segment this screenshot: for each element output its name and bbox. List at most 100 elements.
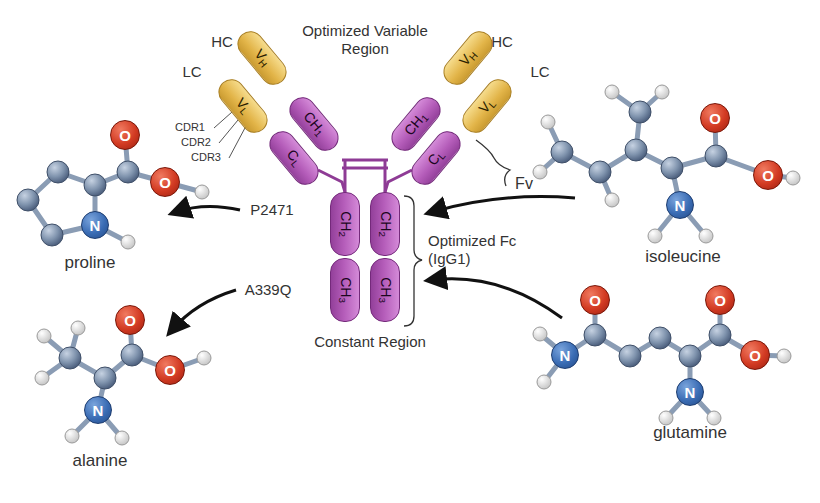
carbon-atom	[679, 345, 701, 367]
carbon-atom	[41, 224, 63, 246]
element-symbol: O	[749, 347, 761, 364]
domain-name: CH1	[401, 109, 431, 140]
element-symbol: N	[560, 347, 571, 364]
carbon-atom	[17, 189, 39, 211]
variable-domain: VL	[213, 74, 273, 138]
carbon-atom	[584, 324, 606, 346]
hydrogen-atom	[65, 429, 79, 443]
domain-name: VH	[250, 46, 274, 70]
hydrogen-atom	[537, 375, 551, 389]
oxygen-atom: O	[115, 305, 145, 335]
oxygen-atom: O	[110, 120, 140, 150]
domain-name: CL	[424, 146, 447, 169]
domain-name: VH	[456, 46, 480, 70]
nitrogen-atom: N	[81, 211, 109, 239]
hydrogen-atom	[195, 185, 209, 199]
carbon-atom	[661, 157, 683, 179]
element-symbol: O	[159, 174, 171, 191]
cdr-label: CDR1	[175, 121, 205, 134]
element-symbol: O	[124, 312, 136, 329]
chain-label: HC	[491, 33, 513, 51]
element-symbol: O	[164, 362, 176, 379]
carbon-atom	[84, 174, 106, 196]
region-label: Optimized Fc (IgG1)	[428, 232, 538, 268]
amino-acid-name: isoleucine	[645, 247, 721, 267]
domain-name: CH3	[376, 277, 393, 303]
hydrogen-atom	[786, 171, 800, 185]
region-label: Optimized Variable Region	[295, 22, 435, 58]
constant-domain: CH2	[330, 192, 360, 256]
nitrogen-atom: N	[551, 341, 579, 369]
hydrogen-atom	[699, 229, 713, 243]
hydrogen-atom	[37, 329, 51, 343]
fragment-label: Fv	[515, 174, 533, 193]
oxygen-atom: O	[700, 103, 730, 133]
hydrogen-atom	[115, 431, 129, 445]
amino-acid-name: glutamine	[653, 423, 727, 443]
hydrogen-atom	[121, 235, 135, 249]
carbon-atom	[94, 367, 116, 389]
carbon-atom	[589, 161, 611, 183]
hydrogen-atom	[605, 85, 619, 99]
carbon-atom	[705, 145, 727, 167]
carbon-atom	[709, 324, 731, 346]
constant-domain: CH2	[370, 192, 400, 256]
hydrogen-atom	[197, 351, 211, 365]
oxygen-atom: O	[155, 355, 185, 385]
variable-domain: VL	[457, 74, 517, 138]
element-symbol: N	[93, 402, 104, 419]
hydrogen-atom	[541, 115, 555, 129]
hydrogen-atom	[533, 165, 547, 179]
fc-bracket	[404, 196, 422, 326]
amino-acid-name: alanine	[73, 451, 128, 471]
oxygen-atom: O	[705, 285, 735, 315]
element-symbol: O	[709, 110, 721, 127]
hydrogen-atom	[777, 349, 791, 363]
oxygen-atom: O	[740, 340, 770, 370]
variable-domain: VH	[438, 26, 498, 90]
chain-label: LC	[530, 63, 549, 81]
domain-name: CH1	[299, 109, 329, 140]
element-symbol: O	[589, 292, 601, 309]
mutation-label: A339Q	[245, 281, 292, 299]
region-label: Constant Region	[314, 333, 426, 351]
oxygen-atom: O	[753, 160, 783, 190]
cdr-label: CDR2	[181, 136, 211, 149]
domain-name: CH2	[376, 211, 393, 237]
oxygen-atom: O	[580, 285, 610, 315]
domain-name: CH2	[336, 211, 353, 237]
chain-label: LC	[182, 63, 201, 81]
hydrogen-atom	[655, 85, 669, 99]
fv-bracket	[476, 140, 510, 186]
carbon-atom	[551, 141, 573, 163]
cdr-label: CDR3	[191, 151, 221, 164]
molecules	[17, 85, 800, 445]
hydrogen-atom	[648, 229, 662, 243]
nitrogen-atom: N	[666, 191, 694, 219]
carbon-atom	[59, 347, 81, 369]
mutation-label: P2471	[250, 201, 293, 219]
constant-domain: CH3	[330, 258, 360, 322]
hydrogen-atom	[605, 193, 619, 207]
carbon-atom	[117, 161, 139, 183]
element-symbol: N	[685, 384, 696, 401]
hydrogen-atom	[71, 321, 85, 335]
constant-domain: CH3	[370, 258, 400, 322]
carbon-atom	[47, 161, 69, 183]
element-symbol: N	[90, 217, 101, 234]
carbon-atom	[625, 139, 647, 161]
element-symbol: O	[714, 292, 726, 309]
variable-domain: VH	[232, 26, 292, 90]
element-symbol: O	[762, 167, 774, 184]
oxygen-atom: O	[150, 167, 180, 197]
domain-name: CL	[282, 146, 305, 169]
amino-acid-name: proline	[64, 253, 115, 273]
domain-name: VL	[232, 95, 255, 118]
nitrogen-atom: N	[676, 378, 704, 406]
element-symbol: O	[119, 127, 131, 144]
chain-label: HC	[211, 33, 233, 51]
carbon-atom	[121, 344, 143, 366]
carbon-atom	[629, 101, 651, 123]
element-symbol: N	[675, 197, 686, 214]
